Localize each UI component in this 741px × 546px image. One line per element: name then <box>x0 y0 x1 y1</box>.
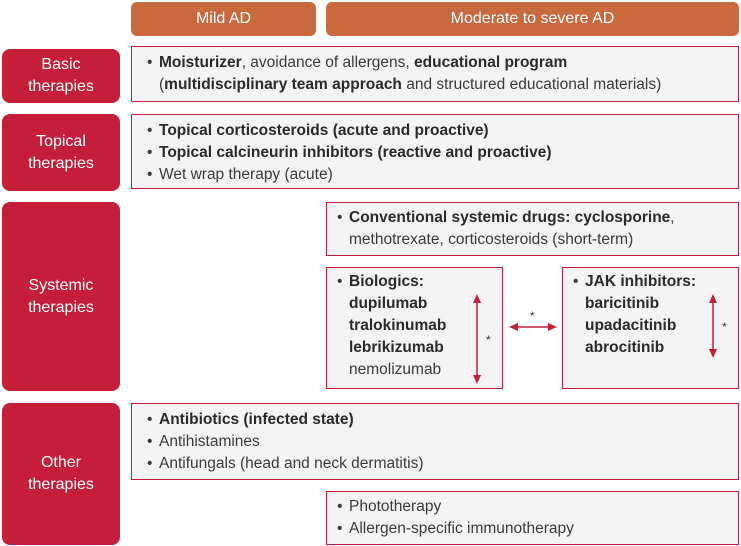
topical-therapies-box: • Topical corticosteroids (acute and proa… <box>131 114 739 189</box>
jak-item: upadacitinib <box>585 317 677 334</box>
basic-therapies-box: • Moisturizer, avoidance of allergens, e… <box>131 46 739 102</box>
structured-materials-text: and structured educational materials) <box>401 76 662 93</box>
antibiotics-text: Antibiotics (infected state) <box>159 411 354 428</box>
bullet: • <box>573 273 579 290</box>
phototherapy-text: Phototherapy <box>349 498 442 515</box>
educational-program-text: educational program <box>414 54 568 71</box>
category-systemic-therapies: Systemic therapies <box>2 202 120 391</box>
bullet: • <box>147 122 153 139</box>
antihistamines-text: Antihistamines <box>159 433 260 450</box>
biologics-vertical-arrow <box>473 294 481 384</box>
wet-wrap-text: Wet wrap therapy (acute) <box>159 166 333 183</box>
mdt-text: multidisciplinary team approach <box>164 76 402 93</box>
topical-calcineurin-text: Topical calcineurin inhibitors (reactive… <box>159 144 552 161</box>
bullet: • <box>147 144 153 161</box>
phototherapy-box: • Phototherapy • Allergen-specific immunot… <box>326 491 739 545</box>
other-therapies-box: • Antibiotics (infected state) • Antihista… <box>131 403 739 480</box>
avoidance-text: , avoidance of allergens, <box>241 54 415 71</box>
bullet: • <box>147 455 153 472</box>
bullet: • <box>337 273 343 290</box>
horizontal-double-arrow <box>509 323 557 331</box>
biologic-item: tralokinumab <box>349 317 447 334</box>
bullet: • <box>147 433 153 450</box>
biologics-box: • Biologics: dupilumab tralokinumab lebri… <box>326 267 503 389</box>
category-other-therapies: Other therapies <box>2 403 120 545</box>
jak-inhibitors-box: • JAK inhibitors: baricitinib upadacitini… <box>562 267 739 389</box>
biologic-item: lebrikizumab <box>349 339 444 356</box>
methotrexate-text: methotrexate, corticosteroids (short-ter… <box>349 231 634 248</box>
antifungals-text: Antifungals (head and neck dermatitis) <box>159 455 424 472</box>
immunotherapy-text: Allergen-specific immunotherapy <box>349 520 574 537</box>
jak-vertical-arrow <box>709 294 717 358</box>
topical-corticosteroids-text: Topical corticosteroids (acute and proac… <box>159 122 489 139</box>
bullet: • <box>337 498 343 515</box>
bullet: • <box>147 166 153 183</box>
conventional-systemic-box: • Conventional systemic drugs: cyclospori… <box>326 202 739 256</box>
bullet: • <box>337 209 343 226</box>
bullet: • <box>147 54 153 71</box>
biologics-title: Biologics: <box>349 273 424 290</box>
moisturizer-text: Moisturizer <box>159 54 242 71</box>
category-basic-therapies: Basic therapies <box>2 49 120 103</box>
category-topical-therapies: Topical therapies <box>2 114 120 191</box>
conventional-systemic-text: Conventional systemic drugs: cyclosporin… <box>349 209 671 226</box>
comma: , <box>670 209 675 226</box>
bullet: • <box>337 520 343 537</box>
header-mild-ad: Mild AD <box>131 2 316 36</box>
bullet: • <box>147 411 153 428</box>
biologic-item: nemolizumab <box>349 361 442 378</box>
paren: ( <box>159 76 165 93</box>
asterisk: * <box>530 309 535 323</box>
biologic-item: dupilumab <box>349 295 428 312</box>
jak-item: baricitinib <box>585 295 660 312</box>
jak-title: JAK inhibitors: <box>585 273 697 290</box>
header-moderate-severe-ad: Moderate to severe AD <box>326 2 739 36</box>
jak-item: abrocitinib <box>585 339 665 356</box>
asterisk: * <box>486 333 491 347</box>
asterisk: * <box>722 320 727 334</box>
